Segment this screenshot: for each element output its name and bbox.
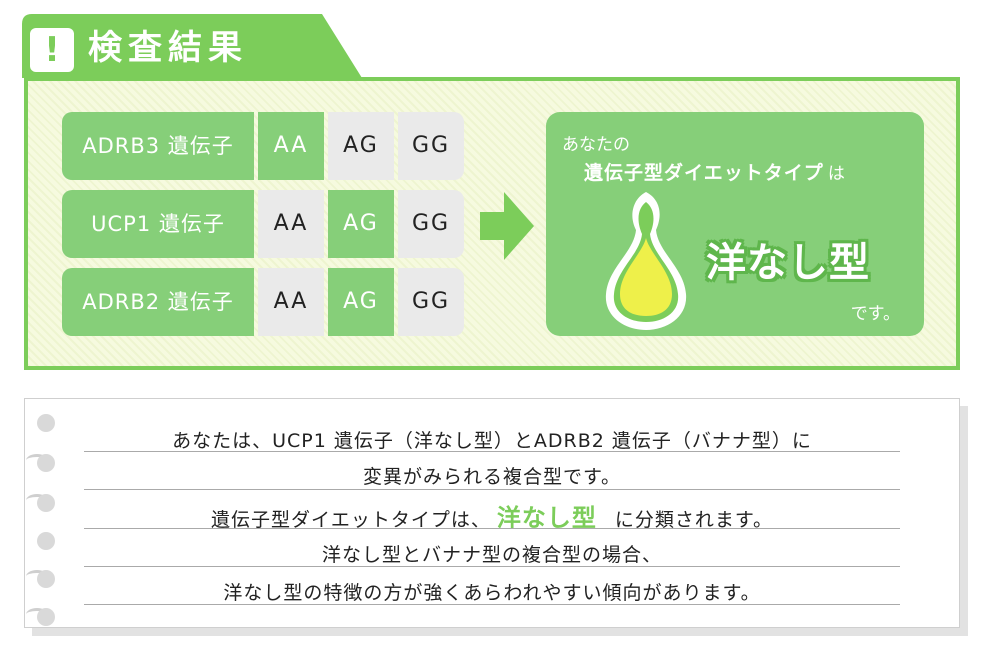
allele-gg: GG (398, 190, 464, 258)
result-box: あなたの 遺伝子型ダイエットタイプは 洋なし型 です。 (546, 112, 924, 336)
note-line-4: 洋なし型とバナナ型の複合型の場合、 (321, 544, 662, 566)
gene-row-adrb2: ADRB2 遺伝子 AA AG GG (62, 268, 466, 336)
note-rule (84, 528, 900, 529)
note-card (24, 398, 960, 628)
binder-ring (26, 570, 48, 583)
note-rule (84, 451, 900, 452)
allele-aa: AA (258, 112, 324, 180)
binder-hole (37, 494, 55, 512)
note-rule (84, 489, 900, 490)
note-line-2: 変異がみられる複合型です。 (362, 466, 622, 488)
allele-aa: AA (258, 190, 324, 258)
allele-aa: AA (258, 268, 324, 336)
result-type: 洋なし型 (706, 240, 870, 286)
binder-ring (26, 494, 48, 507)
gene-label: UCP1 遺伝子 (62, 190, 254, 258)
header-tab-shape (22, 14, 362, 78)
gene-label: ADRB3 遺伝子 (62, 112, 254, 180)
result-line-text: 遺伝子型ダイエットタイプ (584, 162, 824, 184)
binder-hole (37, 532, 55, 550)
allele-ag: AG (328, 190, 394, 258)
result-intro: あなたの (562, 135, 630, 155)
pear-icon (605, 192, 687, 330)
note-line-3-a: 遺伝子型ダイエットタイプは、 (211, 509, 491, 531)
page-title: 検査結果 (88, 28, 248, 68)
note-rule (84, 604, 900, 605)
binder-hole (37, 414, 55, 432)
header-tab (22, 14, 362, 78)
exclamation-icon: ! (30, 28, 74, 72)
binder-ring (26, 454, 48, 467)
result-line: 遺伝子型ダイエットタイプは (584, 158, 846, 185)
allele-gg: GG (398, 268, 464, 336)
binder-ring (26, 608, 48, 621)
binder-hole (37, 608, 55, 626)
allele-gg: GG (398, 112, 464, 180)
note-line-3-b: に分類されます。 (614, 509, 773, 531)
result-line-suffix: は (827, 164, 846, 184)
binder-hole (37, 570, 55, 588)
arrow-right-icon (480, 192, 534, 260)
gene-row-adrb3: ADRB3 遺伝子 AA AG GG (62, 112, 466, 180)
gene-row-ucp1: UCP1 遺伝子 AA AG GG (62, 190, 466, 258)
allele-ag: AG (328, 268, 394, 336)
allele-ag: AG (328, 112, 394, 180)
note-line-3: 遺伝子型ダイエットタイプは、洋なし型に分類されます。 (84, 498, 900, 533)
note-rule (84, 566, 900, 567)
binder-hole (37, 454, 55, 472)
result-suffix: です。 (850, 304, 900, 324)
note-highlight-type: 洋なし型 (496, 504, 597, 532)
gene-label: ADRB2 遺伝子 (62, 268, 254, 336)
note-line-1: あなたは、UCP1 遺伝子（洋なし型）とADRB2 遺伝子（バナナ型）に (172, 430, 812, 452)
note-line-5: 洋なし型の特徴の方が強くあらわれやすい傾向があります。 (223, 582, 761, 604)
